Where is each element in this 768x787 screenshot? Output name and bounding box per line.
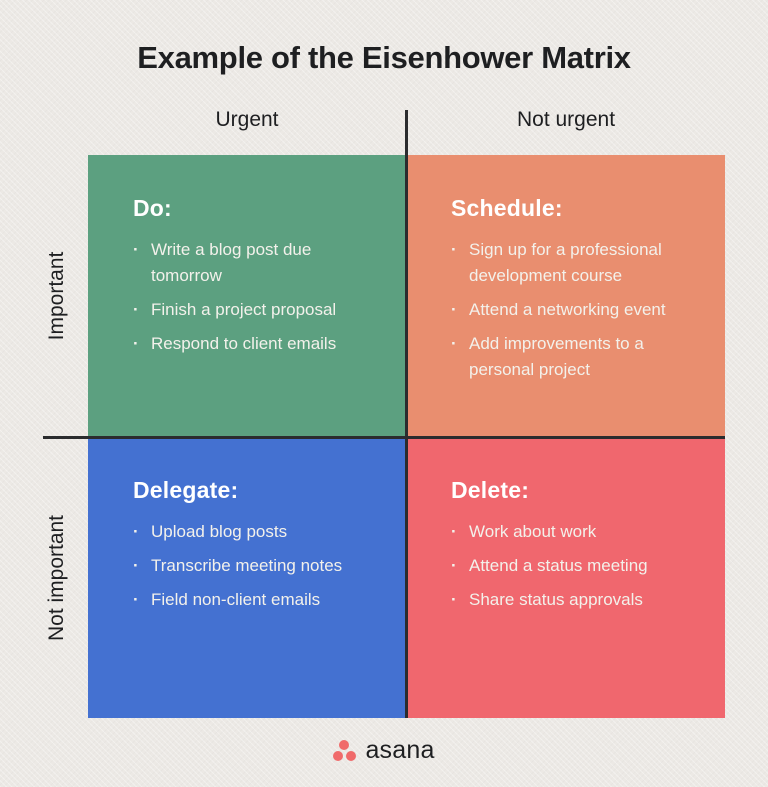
quadrant-item: Respond to client emails	[133, 331, 374, 357]
quadrant-item: Write a blog post due tomorrow	[133, 237, 374, 289]
row-divider-line	[43, 436, 725, 439]
quadrant-delegate: Delegate: Upload blog postsTranscribe me…	[88, 437, 406, 718]
quadrant-do-list: Write a blog post due tomorrowFinish a p…	[133, 237, 374, 357]
quadrant-schedule-heading: Schedule:	[451, 195, 563, 221]
quadrant-item: Attend a status meeting	[451, 553, 693, 579]
quadrant-item: Work about work	[451, 519, 693, 545]
column-divider-line	[405, 110, 408, 718]
quadrant-item: Transcribe meeting notes	[133, 553, 374, 579]
quadrant-delegate-heading: Delegate:	[133, 477, 239, 503]
quadrant-delete-heading: Delete:	[451, 477, 530, 503]
quadrant-item: Field non-client emails	[133, 587, 374, 613]
quadrant-do: Do: Write a blog post due tomorrowFinish…	[88, 155, 406, 437]
quadrant-delegate-list: Upload blog postsTranscribe meeting note…	[133, 519, 374, 613]
quadrant-item: Add improvements to a personal project	[451, 331, 693, 383]
matrix-grid: Do: Write a blog post due tomorrowFinish…	[88, 155, 725, 718]
column-label-not-urgent: Not urgent	[516, 108, 616, 131]
quadrant-item: Sign up for a professional development c…	[451, 237, 693, 289]
column-label-urgent: Urgent	[215, 108, 279, 131]
footer: asana	[0, 736, 768, 765]
quadrant-schedule: Schedule: Sign up for a professional dev…	[406, 155, 725, 437]
quadrant-item: Attend a networking event	[451, 297, 693, 323]
quadrant-do-heading: Do:	[133, 195, 172, 221]
quadrant-item: Upload blog posts	[133, 519, 374, 545]
asana-logo-text: asana	[365, 736, 435, 764]
asana-logo-icon	[333, 740, 357, 761]
row-label-important-text: Important	[45, 251, 68, 341]
row-label-not-important-text: Not important	[45, 514, 68, 642]
quadrant-schedule-list: Sign up for a professional development c…	[451, 237, 693, 383]
quadrant-item: Share status approvals	[451, 587, 693, 613]
quadrant-delete: Delete: Work about workAttend a status m…	[406, 437, 725, 718]
page-title: Example of the Eisenhower Matrix	[137, 40, 631, 75]
quadrant-item: Finish a project proposal	[133, 297, 374, 323]
quadrant-delete-list: Work about workAttend a status meetingSh…	[451, 519, 693, 613]
